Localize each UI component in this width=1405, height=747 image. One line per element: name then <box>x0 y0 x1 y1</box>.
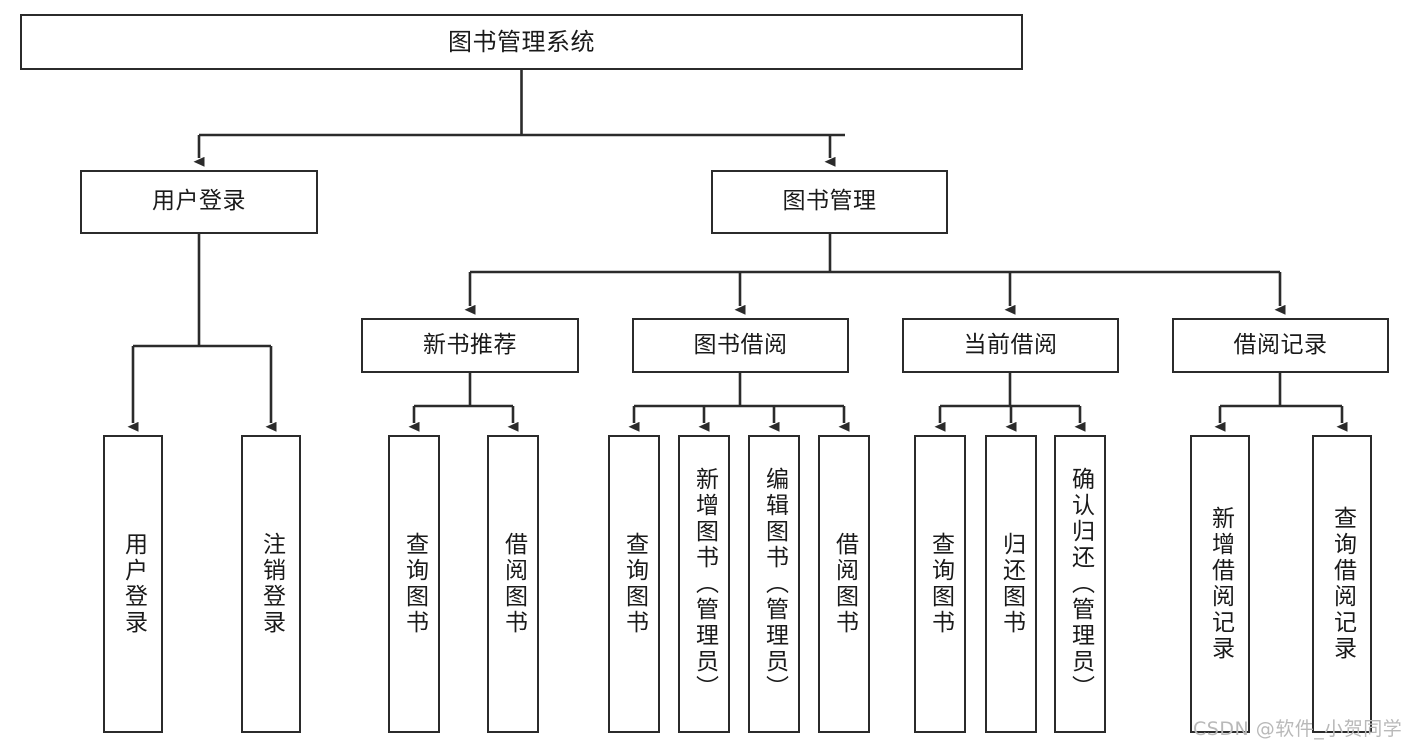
node-leaf-add-book-admin[interactable]: 新增图书（管理员） <box>678 435 730 733</box>
node-leaf-edit-book-admin-label: 编辑图书（管理员） <box>761 467 788 701</box>
node-book-borrow[interactable]: 图书借阅 <box>632 318 849 373</box>
node-leaf-logout-login[interactable]: 注销登录 <box>241 435 301 733</box>
node-user-login-label: 用户登录 <box>152 188 246 215</box>
node-leaf-return-book-label: 归还图书 <box>998 532 1025 636</box>
node-leaf-logout-login-label: 注销登录 <box>258 532 285 636</box>
csdn-watermark: CSDN @软件_小贺同学 <box>1193 718 1403 740</box>
node-leaf-query-borrow-record[interactable]: 查询借阅记录 <box>1312 435 1372 733</box>
node-leaf-return-book[interactable]: 归还图书 <box>985 435 1037 733</box>
node-borrow-record[interactable]: 借阅记录 <box>1172 318 1389 373</box>
node-book-manage-label: 图书管理 <box>782 188 877 215</box>
node-borrow-record-label: 借阅记录 <box>1233 331 1328 358</box>
node-current-borrow-label: 当前借阅 <box>963 331 1058 358</box>
node-leaf-borrow-book-1-label: 借阅图书 <box>500 532 527 636</box>
node-leaf-query-book-1[interactable]: 查询图书 <box>388 435 440 733</box>
node-book-manage[interactable]: 图书管理 <box>711 170 948 234</box>
node-leaf-confirm-return-admin-label: 确认归还（管理员） <box>1067 467 1094 701</box>
node-root[interactable]: 图书管理系统 <box>20 14 1023 70</box>
node-current-borrow[interactable]: 当前借阅 <box>902 318 1119 373</box>
node-leaf-user-login[interactable]: 用户登录 <box>103 435 163 733</box>
node-book-borrow-label: 图书借阅 <box>693 331 788 358</box>
node-leaf-query-book-3[interactable]: 查询图书 <box>914 435 966 733</box>
node-user-login[interactable]: 用户登录 <box>80 170 318 234</box>
node-leaf-query-book-2[interactable]: 查询图书 <box>608 435 660 733</box>
node-new-book-recommend-label: 新书推荐 <box>423 331 517 358</box>
node-leaf-add-book-admin-label: 新增图书（管理员） <box>691 467 718 701</box>
node-leaf-query-book-2-label: 查询图书 <box>621 532 648 636</box>
node-leaf-add-borrow-record-label: 新增借阅记录 <box>1207 506 1234 662</box>
node-root-label: 图书管理系统 <box>448 27 595 56</box>
node-leaf-borrow-book-1[interactable]: 借阅图书 <box>487 435 539 733</box>
node-leaf-edit-book-admin[interactable]: 编辑图书（管理员） <box>748 435 800 733</box>
node-leaf-query-book-3-label: 查询图书 <box>927 532 954 636</box>
node-new-book-recommend[interactable]: 新书推荐 <box>361 318 579 373</box>
node-leaf-query-book-1-label: 查询图书 <box>401 532 428 636</box>
node-leaf-add-borrow-record[interactable]: 新增借阅记录 <box>1190 435 1250 733</box>
node-leaf-confirm-return-admin[interactable]: 确认归还（管理员） <box>1054 435 1106 733</box>
node-leaf-borrow-book-2[interactable]: 借阅图书 <box>818 435 870 733</box>
node-leaf-query-borrow-record-label: 查询借阅记录 <box>1329 506 1356 662</box>
node-leaf-user-login-label: 用户登录 <box>120 532 147 636</box>
node-leaf-borrow-book-2-label: 借阅图书 <box>831 532 858 636</box>
